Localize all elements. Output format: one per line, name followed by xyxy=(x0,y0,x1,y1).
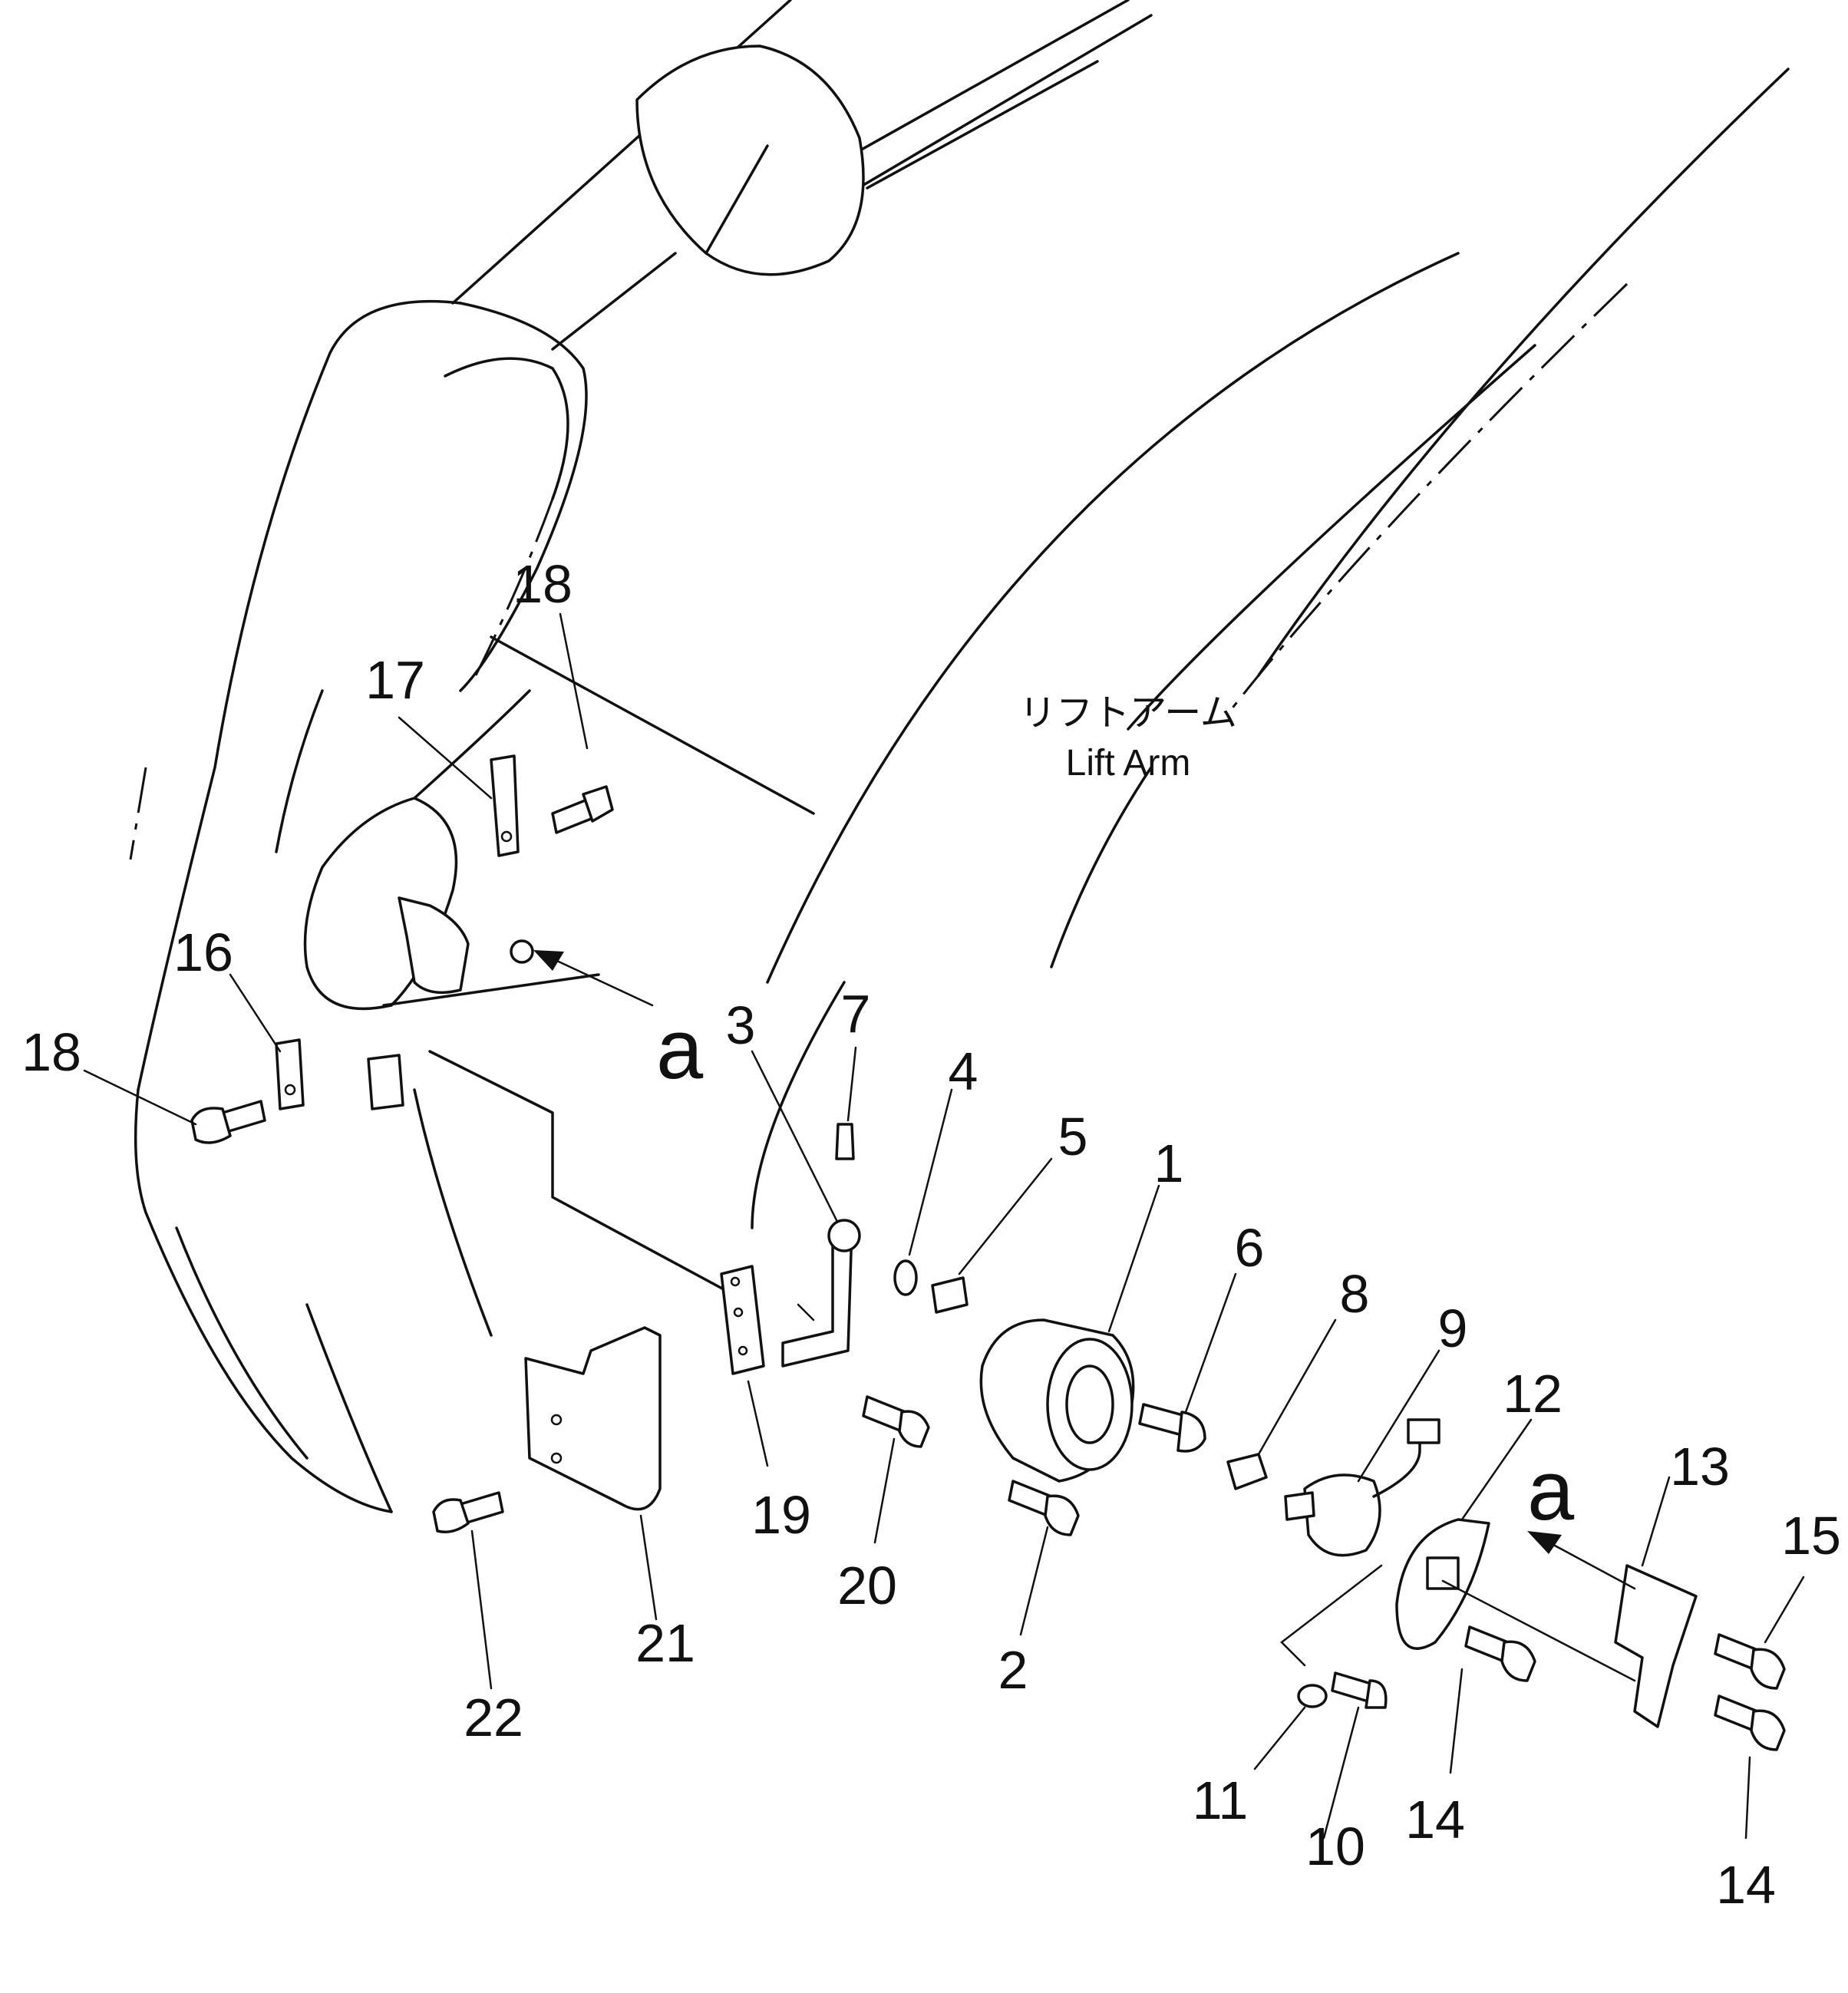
view-letters: a a xyxy=(656,1002,1575,1538)
cover-21 xyxy=(524,1326,662,1511)
callout-15: 15 xyxy=(1781,1506,1841,1566)
leader-lines xyxy=(83,612,1805,1840)
view-letter-a-lower: a xyxy=(1527,1444,1575,1538)
coupling-8 xyxy=(1226,1453,1268,1490)
callout-5: 5 xyxy=(1058,1107,1088,1166)
arm-label: リフトアーム Lift Arm xyxy=(1019,693,1237,784)
callout-2: 2 xyxy=(998,1640,1028,1700)
hinge-19 xyxy=(720,1265,765,1375)
plate-12 xyxy=(1395,1518,1490,1650)
bolt-14-b xyxy=(1714,1694,1786,1751)
callout-3: 3 xyxy=(726,995,756,1055)
callout-16: 16 xyxy=(173,922,233,982)
washer-4 xyxy=(893,1259,918,1296)
bolt-18-upper xyxy=(551,785,614,834)
callout-11: 11 xyxy=(1193,1770,1249,1830)
callout-17: 17 xyxy=(365,650,425,710)
nipple-7 xyxy=(835,1123,855,1160)
plate-17 xyxy=(490,754,520,857)
callout-18-upper: 18 xyxy=(513,554,573,614)
callout-9: 9 xyxy=(1438,1298,1468,1358)
callout-22: 22 xyxy=(464,1688,523,1747)
arm-label-en: Lift Arm xyxy=(1066,743,1191,784)
callout-14-right: 14 xyxy=(1716,1855,1776,1915)
bolt-14-a xyxy=(1464,1625,1536,1682)
bolt-18-left xyxy=(190,1100,266,1144)
callout-6: 6 xyxy=(1235,1218,1265,1278)
callout-18-left: 18 xyxy=(21,1022,81,1082)
housing-1 xyxy=(979,1318,1135,1483)
callout-20: 20 xyxy=(837,1556,897,1615)
callout-13: 13 xyxy=(1670,1437,1730,1496)
shaft-6 xyxy=(1138,1403,1206,1453)
callout-21: 21 xyxy=(635,1613,695,1673)
callout-4: 4 xyxy=(949,1041,978,1101)
view-letter-a-upper: a xyxy=(656,1002,704,1097)
callout-1: 1 xyxy=(1154,1133,1184,1193)
callout-8: 8 xyxy=(1340,1264,1370,1324)
washer-11 xyxy=(1297,1684,1328,1708)
bolt-20 xyxy=(862,1395,930,1448)
bolt-2 xyxy=(1008,1480,1080,1536)
callout-numbers: 1 2 3 4 5 6 7 8 9 10 11 12 13 14 14 15 1… xyxy=(21,554,1841,1915)
arm-label-ja: リフトアーム xyxy=(1019,693,1237,734)
screw-10 xyxy=(1331,1671,1388,1709)
parts xyxy=(190,754,1786,1751)
bushing-5 xyxy=(931,1276,969,1314)
callout-12: 12 xyxy=(1503,1364,1563,1424)
plate-16 xyxy=(275,1038,305,1110)
bolt-22 xyxy=(432,1491,504,1533)
lift-arm-drawing xyxy=(129,0,1790,1513)
callout-19: 19 xyxy=(751,1485,811,1545)
callout-7: 7 xyxy=(841,984,871,1044)
bolt-15 xyxy=(1714,1633,1786,1690)
callout-10: 10 xyxy=(1305,1816,1365,1876)
callout-14-left: 14 xyxy=(1405,1790,1465,1849)
sensor-9 xyxy=(1284,1418,1440,1557)
bracket-13 xyxy=(1614,1564,1698,1728)
